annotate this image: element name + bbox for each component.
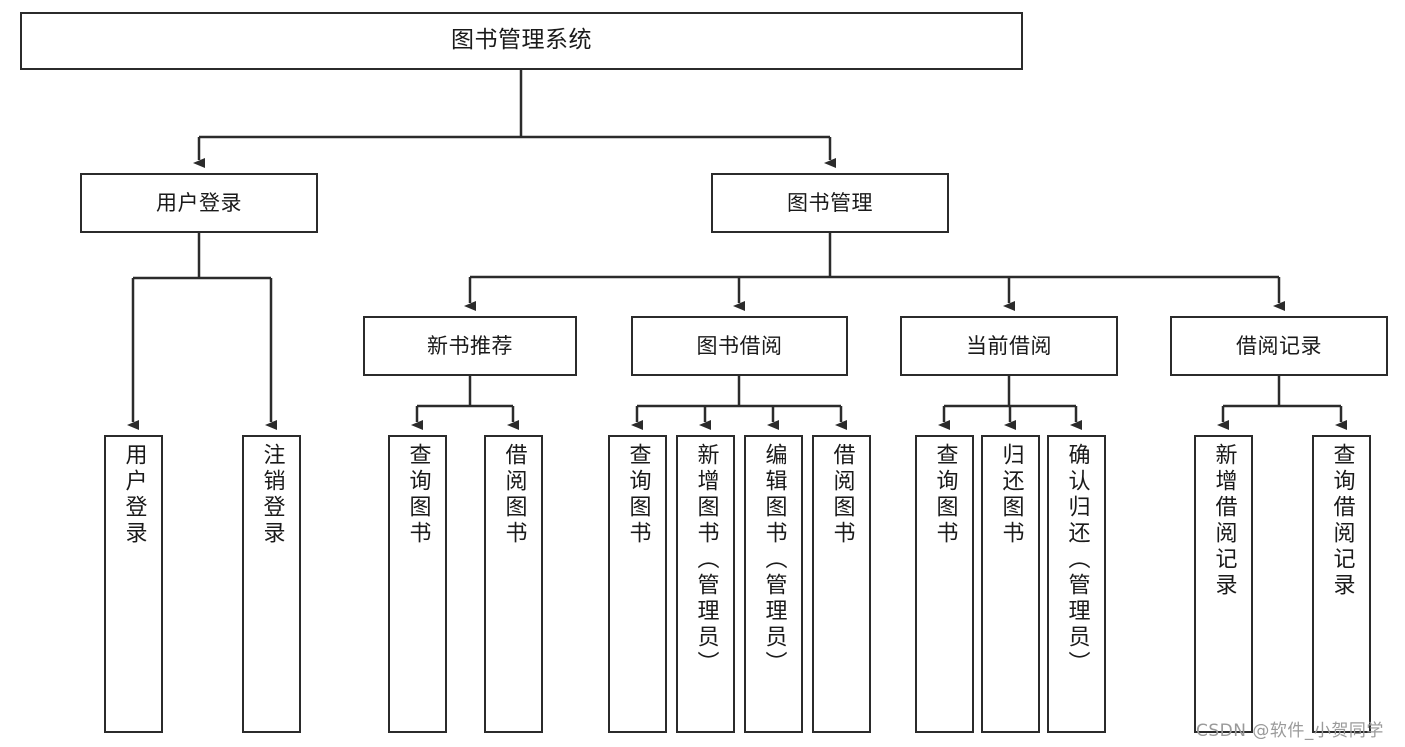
node-book-manage-label: 图书管理 <box>787 190 873 215</box>
node-current-borrow-label: 当前借阅 <box>966 333 1052 358</box>
node-leaf-query-book-current-label: 查询图书 <box>932 443 958 547</box>
node-leaf-add-record[interactable]: 新增借阅记录 <box>1194 435 1253 733</box>
node-leaf-add-book[interactable]: 新增图书（管理员） <box>676 435 735 733</box>
node-leaf-return-book-label: 归还图书 <box>998 443 1024 547</box>
node-leaf-query-book-borrow-label: 查询图书 <box>625 443 651 547</box>
node-leaf-query-book-current[interactable]: 查询图书 <box>915 435 974 733</box>
node-leaf-confirm-return-label: 确认归还（管理员） <box>1064 443 1090 677</box>
node-leaf-query-book-rec[interactable]: 查询图书 <box>388 435 447 733</box>
node-leaf-borrow-book-rec[interactable]: 借阅图书 <box>484 435 543 733</box>
node-leaf-borrow-book-rec-label: 借阅图书 <box>501 443 527 547</box>
node-leaf-confirm-return[interactable]: 确认归还（管理员） <box>1047 435 1106 733</box>
node-leaf-user-logout[interactable]: 注销登录 <box>242 435 301 733</box>
node-leaf-query-book-rec-label: 查询图书 <box>405 443 431 547</box>
node-borrow-record-label: 借阅记录 <box>1236 333 1322 358</box>
node-current-borrow[interactable]: 当前借阅 <box>900 316 1118 376</box>
node-leaf-edit-book-label: 编辑图书（管理员） <box>761 443 787 677</box>
node-user-login-label: 用户登录 <box>156 190 242 215</box>
watermark-text: CSDN @软件_小贺同学 <box>1196 721 1384 741</box>
node-leaf-borrow-book[interactable]: 借阅图书 <box>812 435 871 733</box>
node-book-manage[interactable]: 图书管理 <box>711 173 949 233</box>
node-book-borrow-label: 图书借阅 <box>696 333 783 358</box>
node-leaf-user-logout-label: 注销登录 <box>259 443 285 547</box>
node-leaf-return-book[interactable]: 归还图书 <box>981 435 1040 733</box>
node-leaf-edit-book[interactable]: 编辑图书（管理员） <box>744 435 803 733</box>
node-leaf-query-record-label: 查询借阅记录 <box>1329 443 1355 599</box>
node-leaf-add-record-label: 新增借阅记录 <box>1211 443 1237 599</box>
node-borrow-record[interactable]: 借阅记录 <box>1170 316 1388 376</box>
node-leaf-add-book-label: 新增图书（管理员） <box>693 443 719 677</box>
node-new-book-rec[interactable]: 新书推荐 <box>363 316 577 376</box>
node-root-label: 图书管理系统 <box>451 27 592 54</box>
node-leaf-user-login[interactable]: 用户登录 <box>104 435 163 733</box>
node-leaf-borrow-book-label: 借阅图书 <box>829 443 855 547</box>
node-root[interactable]: 图书管理系统 <box>20 12 1023 70</box>
node-new-book-rec-label: 新书推荐 <box>427 333 513 358</box>
node-book-borrow[interactable]: 图书借阅 <box>631 316 848 376</box>
node-leaf-user-login-label: 用户登录 <box>121 443 147 547</box>
node-leaf-query-record[interactable]: 查询借阅记录 <box>1312 435 1371 733</box>
node-leaf-query-book-borrow[interactable]: 查询图书 <box>608 435 667 733</box>
node-user-login[interactable]: 用户登录 <box>80 173 318 233</box>
